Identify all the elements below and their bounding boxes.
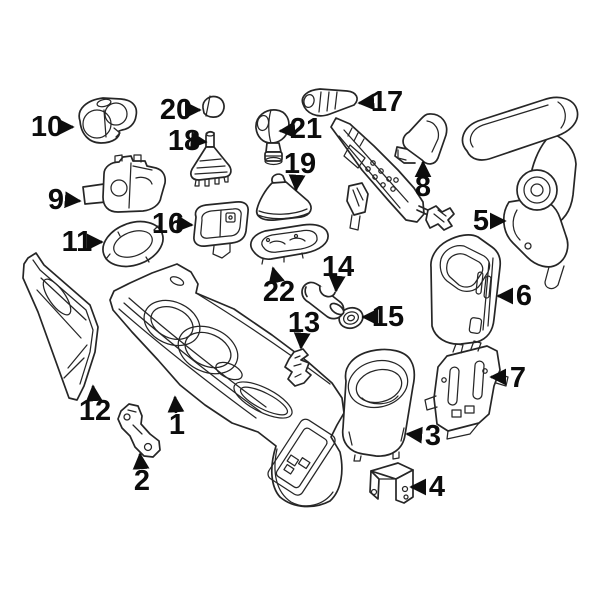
part-number-label: 14 <box>322 251 354 283</box>
part-number-label: 10 <box>31 111 63 143</box>
callout-part-20[interactable]: 20 <box>160 94 202 126</box>
part-14-power-outlet-highlighted[interactable] <box>301 281 346 320</box>
leader-arrow <box>328 275 346 293</box>
part-20-knob-cap <box>202 95 225 118</box>
part-number-label: 2 <box>134 465 150 497</box>
callout-part-21[interactable]: 21 <box>278 113 322 145</box>
callout-part-17[interactable]: 17 <box>357 86 403 118</box>
part-number-label: 8 <box>415 171 431 203</box>
part-number-label: 20 <box>160 94 192 126</box>
leader-arrow <box>278 121 296 139</box>
leader-arrow <box>167 395 185 414</box>
part-number-label: 4 <box>429 471 445 503</box>
part-number-label: 17 <box>371 86 403 118</box>
leader-arrow <box>293 332 311 350</box>
part-number-label: 11 <box>62 226 93 258</box>
part-4-rear-mount-bracket <box>369 462 414 504</box>
callout-part-22[interactable]: 22 <box>263 266 295 308</box>
callout-part-7[interactable]: 7 <box>489 362 526 394</box>
callout-part-11[interactable]: 11 <box>62 226 104 258</box>
part-number-label: 6 <box>516 280 532 312</box>
leader-arrow <box>132 452 150 470</box>
part-number-label: 22 <box>263 276 295 308</box>
part-10-cupholder-insert <box>78 97 138 144</box>
callout-part-9[interactable]: 9 <box>48 184 82 216</box>
part-1-floor-console-body <box>109 263 345 508</box>
part-number-label: 3 <box>425 420 441 452</box>
part-13-retainer-clip <box>284 348 312 387</box>
part-6-console-storage-box <box>430 234 502 345</box>
part-16-switch-panel-bezel <box>193 201 249 259</box>
part-number-label: 19 <box>284 148 316 180</box>
callout-part-4[interactable]: 4 <box>409 471 445 503</box>
part-2-front-mount-bracket <box>117 403 161 458</box>
part-18-gear-shift-boot <box>189 130 232 187</box>
part-number-label: 13 <box>288 307 320 339</box>
part-number-label: 18 <box>168 125 200 157</box>
callout-part-8[interactable]: 8 <box>414 160 432 203</box>
callout-part-12[interactable]: 12 <box>79 384 111 427</box>
part-12-side-trim-panel <box>22 252 99 401</box>
part-8-side-trim-piece <box>394 113 448 165</box>
callout-part-13[interactable]: 13 <box>288 307 320 350</box>
part-9-cupholder-housing <box>82 154 167 213</box>
part-number-label: 12 <box>79 395 111 427</box>
part-number-label: 15 <box>372 301 404 333</box>
callout-part-2[interactable]: 2 <box>132 452 150 497</box>
leader-arrow <box>268 266 285 285</box>
part-22-shifter-bezel-ring <box>250 223 329 265</box>
leader-arrow <box>64 191 82 209</box>
part-number-label: 16 <box>152 208 184 240</box>
leader-arrow <box>405 426 423 444</box>
part-number-label: 1 <box>169 409 185 441</box>
part-11-trim-bezel-ring <box>102 220 164 268</box>
leader-arrow <box>176 215 194 233</box>
part-19-boot-cover <box>255 173 312 221</box>
leader-arrow <box>357 93 375 111</box>
callout-part-16[interactable]: 16 <box>152 208 194 240</box>
callout-part-19[interactable]: 19 <box>284 148 316 192</box>
part-5-armrest-assembly <box>461 96 579 290</box>
part-number-label: 21 <box>290 113 322 145</box>
callout-part-5[interactable]: 5 <box>473 205 507 237</box>
callout-part-15[interactable]: 15 <box>361 301 404 333</box>
leader-arrow <box>85 384 103 402</box>
part-number-label: 5 <box>473 205 489 237</box>
part-14-notch <box>318 285 336 298</box>
callout-part-10[interactable]: 10 <box>31 111 75 143</box>
part-number-label: 7 <box>510 362 526 394</box>
part-3-shifter-boot-housing <box>341 348 416 462</box>
part-17-parking-brake-lever <box>301 88 455 231</box>
callout-part-1[interactable]: 1 <box>167 395 185 441</box>
callout-part-6[interactable]: 6 <box>496 280 532 312</box>
part-14-cap-line <box>304 286 308 298</box>
part-14-end-face <box>329 302 345 316</box>
leader-arrow <box>189 131 208 149</box>
leader-arrow <box>288 174 306 192</box>
part-number-label: 9 <box>48 184 64 216</box>
callout-part-3[interactable]: 3 <box>405 420 441 452</box>
callout-part-18[interactable]: 18 <box>168 125 208 157</box>
callout-part-14[interactable]: 14 <box>322 251 354 293</box>
